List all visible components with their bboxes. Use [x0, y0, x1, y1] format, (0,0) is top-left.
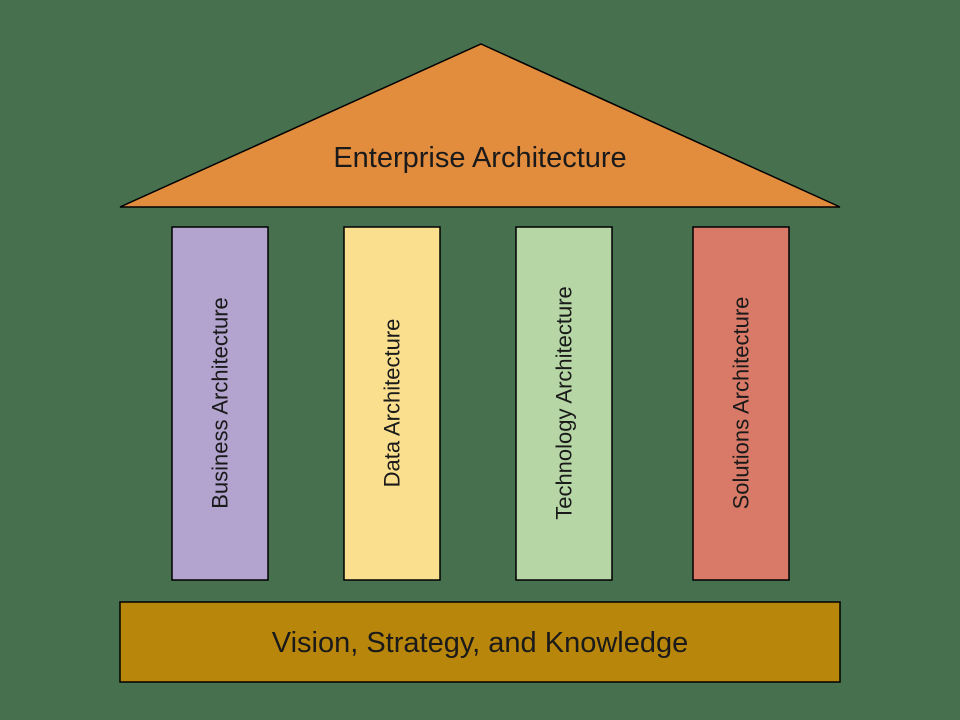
roof-title: Enterprise Architecture	[333, 142, 626, 174]
pillar-label-solutions-architecture: Solutions Architecture	[729, 297, 754, 510]
pillar-data-architecture	[343, 226, 441, 581]
roof-triangle-shape	[119, 43, 841, 208]
pillar-technology-architecture	[515, 226, 613, 581]
foundation-base-bar	[119, 601, 841, 683]
pillar-label-data-architecture: Data Architecture	[380, 319, 405, 488]
pillar-label-technology-architecture: Technology Architecture	[552, 286, 577, 520]
foundation-base-label: Vision, Strategy, and Knowledge	[272, 627, 688, 659]
pillar-label-business-architecture: Business Architecture	[208, 297, 233, 509]
pillar-business-architecture	[171, 226, 269, 581]
pillar-solutions-architecture	[692, 226, 790, 581]
